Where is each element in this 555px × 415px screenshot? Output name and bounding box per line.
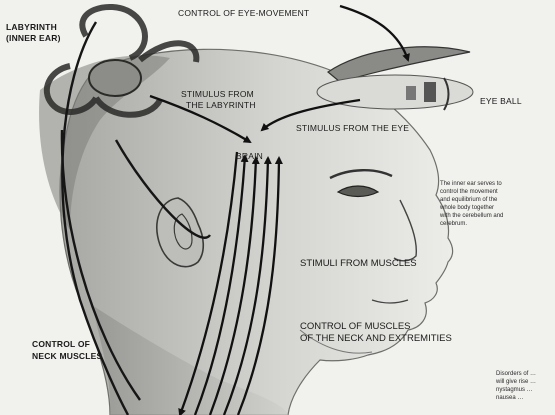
- label-brain: BRAIN: [236, 152, 263, 162]
- label-control-eye-movement: CONTROL OF EYE-MOVEMENT: [178, 9, 309, 19]
- eyeball-drawing: [317, 47, 473, 110]
- label-control-extremities-line1: CONTROL OF MUSCLES: [300, 322, 411, 333]
- inner-ear-note: The inner ear serves to control the move…: [440, 180, 503, 229]
- label-stimulus-eye: STIMULUS FROM THE EYE: [296, 124, 409, 134]
- label-stimuli-muscles: STIMULI FROM MUSCLES: [300, 259, 417, 270]
- label-stimulus-labyrinth-line1: STIMULUS FROM: [181, 90, 254, 100]
- label-labyrinth: LABYRINTH: [6, 23, 57, 33]
- corner-note: Disorders of … will give rise … nystagmu…: [496, 370, 536, 402]
- label-eye-ball: EYE BALL: [480, 97, 522, 107]
- label-stimulus-labyrinth-line2: THE LABYRINTH: [186, 101, 256, 111]
- label-control-neck-line1: CONTROL OF: [32, 340, 90, 350]
- cochlea: [89, 60, 141, 96]
- label-control-extremities-line2: OF THE NECK AND EXTREMITIES: [300, 334, 452, 345]
- label-control-neck-line2: NECK MUSCLES: [32, 352, 102, 362]
- label-inner-ear: (INNER EAR): [6, 34, 61, 44]
